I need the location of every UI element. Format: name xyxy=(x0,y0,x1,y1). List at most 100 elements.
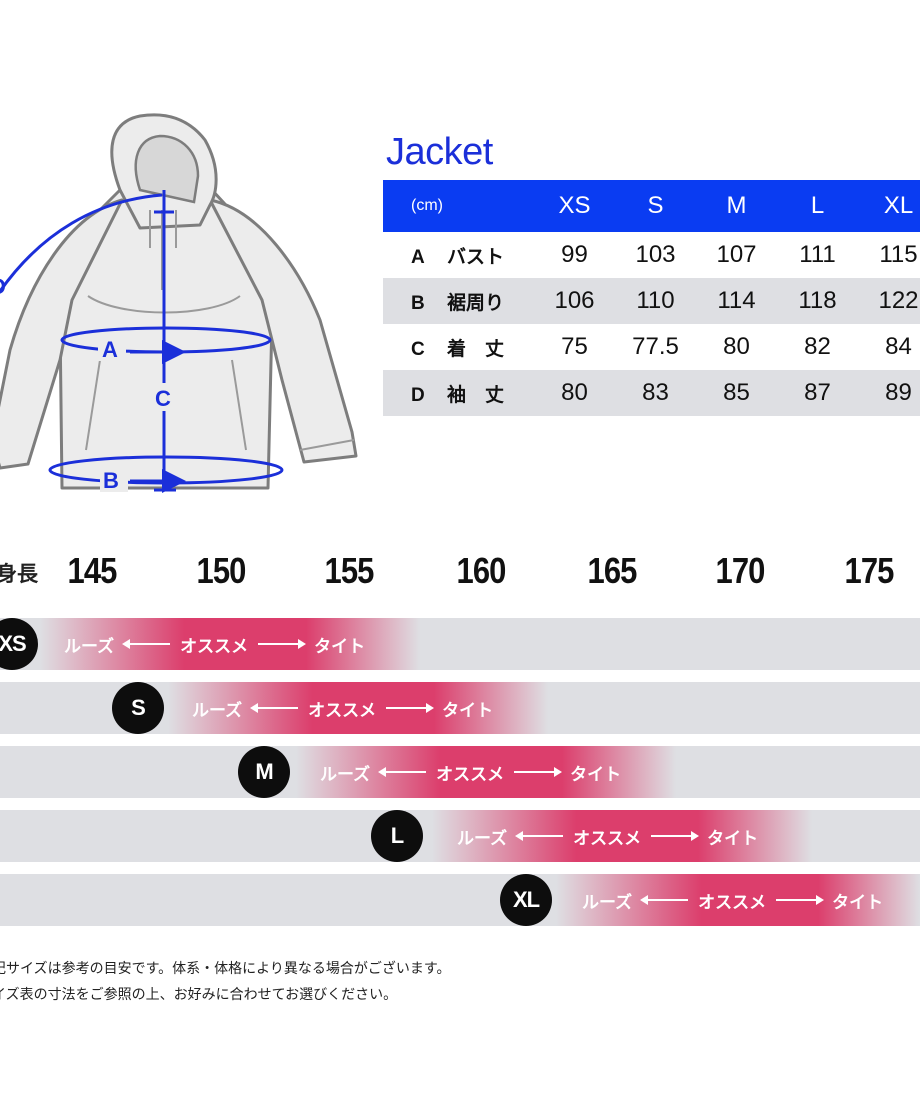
height-value: 150 xyxy=(196,550,246,591)
fit-tight-label: タイト xyxy=(707,828,759,849)
height-value: 145 xyxy=(67,550,117,591)
recommended-gradient xyxy=(432,810,812,862)
footnotes: 記サイズは参考の目安です。体系・体格により異なる場合がございます。 イズ表の寸法… xyxy=(0,956,451,1008)
size-band-xl: XL ルーズ オススメ タイト xyxy=(0,874,920,926)
fit-loose-label: ルーズ xyxy=(192,700,243,721)
fit-loose-label: ルーズ xyxy=(457,828,508,849)
table-cell: 82 xyxy=(804,333,831,360)
fit-recommended-label: オススメ xyxy=(308,700,377,721)
table-cell: 87 xyxy=(804,379,831,406)
size-header: S xyxy=(647,192,664,219)
table-cell: 103 xyxy=(635,241,676,268)
height-label: 身長 xyxy=(0,562,38,586)
size-badge: L xyxy=(371,810,423,862)
height-value: 155 xyxy=(324,550,374,591)
table-cell: 114 xyxy=(717,287,756,314)
fit-tight-label: タイト xyxy=(570,764,622,785)
table-cell: 99 xyxy=(561,241,588,268)
fit-loose-label: ルーズ xyxy=(64,636,115,657)
arrow-left-icon xyxy=(515,831,564,841)
measure-lines xyxy=(0,190,284,493)
fit-tight-label: タイト xyxy=(832,892,884,913)
size-header: XL xyxy=(883,192,914,219)
fit-tight-label: タイト xyxy=(314,636,366,657)
arrow-right-icon xyxy=(386,703,435,713)
recommended-gradient xyxy=(556,874,920,926)
height-value: 165 xyxy=(587,550,637,591)
size-band-l: L ルーズ オススメ タイト xyxy=(0,810,920,862)
row-key: D xyxy=(411,384,425,406)
table-cell: 110 xyxy=(636,287,675,314)
row-name: 着 丈 xyxy=(447,338,505,360)
size-header: L xyxy=(810,192,825,219)
jacket-outline xyxy=(0,113,358,490)
fit-loose-label: ルーズ xyxy=(582,892,633,913)
table-cell: 80 xyxy=(561,379,588,406)
arrow-right-icon xyxy=(651,831,700,841)
recommended-gradient xyxy=(296,746,676,798)
arrow-left-icon xyxy=(122,639,171,649)
size-band-xs: XS ルーズ オススメ タイト xyxy=(0,618,920,670)
height-value: 175 xyxy=(844,550,894,591)
size-badge: XL xyxy=(500,874,552,926)
row-label: A バスト xyxy=(383,232,534,278)
fit-scale: ルーズ オススメ タイト xyxy=(457,810,758,862)
size-badge: M xyxy=(238,746,290,798)
size-header-row: (cm) XS S M L XL xyxy=(383,180,920,232)
table-cell: 118 xyxy=(798,287,837,314)
footnote: イズ表の寸法をご参照の上、お好みに合わせてお選びください。 xyxy=(0,987,398,1003)
arrow-left-icon xyxy=(378,767,427,777)
product-title: Jacket xyxy=(386,131,493,173)
row-key: C xyxy=(411,338,425,360)
recommended-gradient xyxy=(168,682,548,734)
fit-scale: ルーズ オススメ タイト xyxy=(192,682,493,734)
table-cell: 84 xyxy=(885,333,912,360)
table-cell: 115 xyxy=(879,241,918,268)
size-header: XS xyxy=(558,192,591,219)
table-cell: 85 xyxy=(723,379,750,406)
recommended-gradient xyxy=(40,618,420,670)
footnote: 記サイズは参考の目安です。体系・体格により異なる場合がございます。 xyxy=(0,961,451,977)
arrow-left-icon xyxy=(250,703,299,713)
fit-scale: ルーズ オススメ タイト xyxy=(320,746,621,798)
table-cell: 107 xyxy=(716,241,757,268)
label-a: A xyxy=(102,337,118,362)
row-key: A xyxy=(411,246,425,268)
height-value: 160 xyxy=(456,550,506,591)
row-key: B xyxy=(411,292,425,314)
size-band-s: S ルーズ オススメ タイト xyxy=(0,682,920,734)
jacket-illustration: A C B D xyxy=(0,113,358,493)
table-cell: 89 xyxy=(885,379,912,406)
table-cell: 83 xyxy=(642,379,669,406)
size-band-m: M ルーズ オススメ タイト xyxy=(0,746,920,798)
table-cell: 122 xyxy=(878,287,919,314)
table-cell: 77.5 xyxy=(632,333,679,360)
row-name: 袖 丈 xyxy=(447,384,505,406)
fit-recommended-label: オススメ xyxy=(573,828,642,849)
fit-recommended-label: オススメ xyxy=(698,892,767,913)
label-c: C xyxy=(155,386,171,411)
arrow-right-icon xyxy=(258,639,307,649)
table-cell: 111 xyxy=(799,241,836,268)
fit-recommended-label: オススメ xyxy=(180,636,249,657)
size-header: M xyxy=(726,192,747,219)
height-scale: 身長 145 150 155 160 165 170 175 xyxy=(0,546,920,598)
arrow-right-icon xyxy=(776,895,825,905)
height-value: 170 xyxy=(715,550,765,591)
row-name: バスト xyxy=(447,246,505,268)
label-b: B xyxy=(103,468,119,493)
fit-tight-label: タイト xyxy=(442,700,494,721)
table-cell: 75 xyxy=(561,333,588,360)
fit-scale: ルーズ オススメ タイト xyxy=(582,874,883,926)
fit-recommended-label: オススメ xyxy=(436,764,505,785)
hood-inner xyxy=(134,134,200,204)
fit-scale: ルーズ オススメ タイト xyxy=(64,618,365,670)
fit-loose-label: ルーズ xyxy=(320,764,371,785)
table-row: D 袖 丈 80 83 85 87 89 xyxy=(383,370,920,416)
size-badge: S xyxy=(112,682,164,734)
